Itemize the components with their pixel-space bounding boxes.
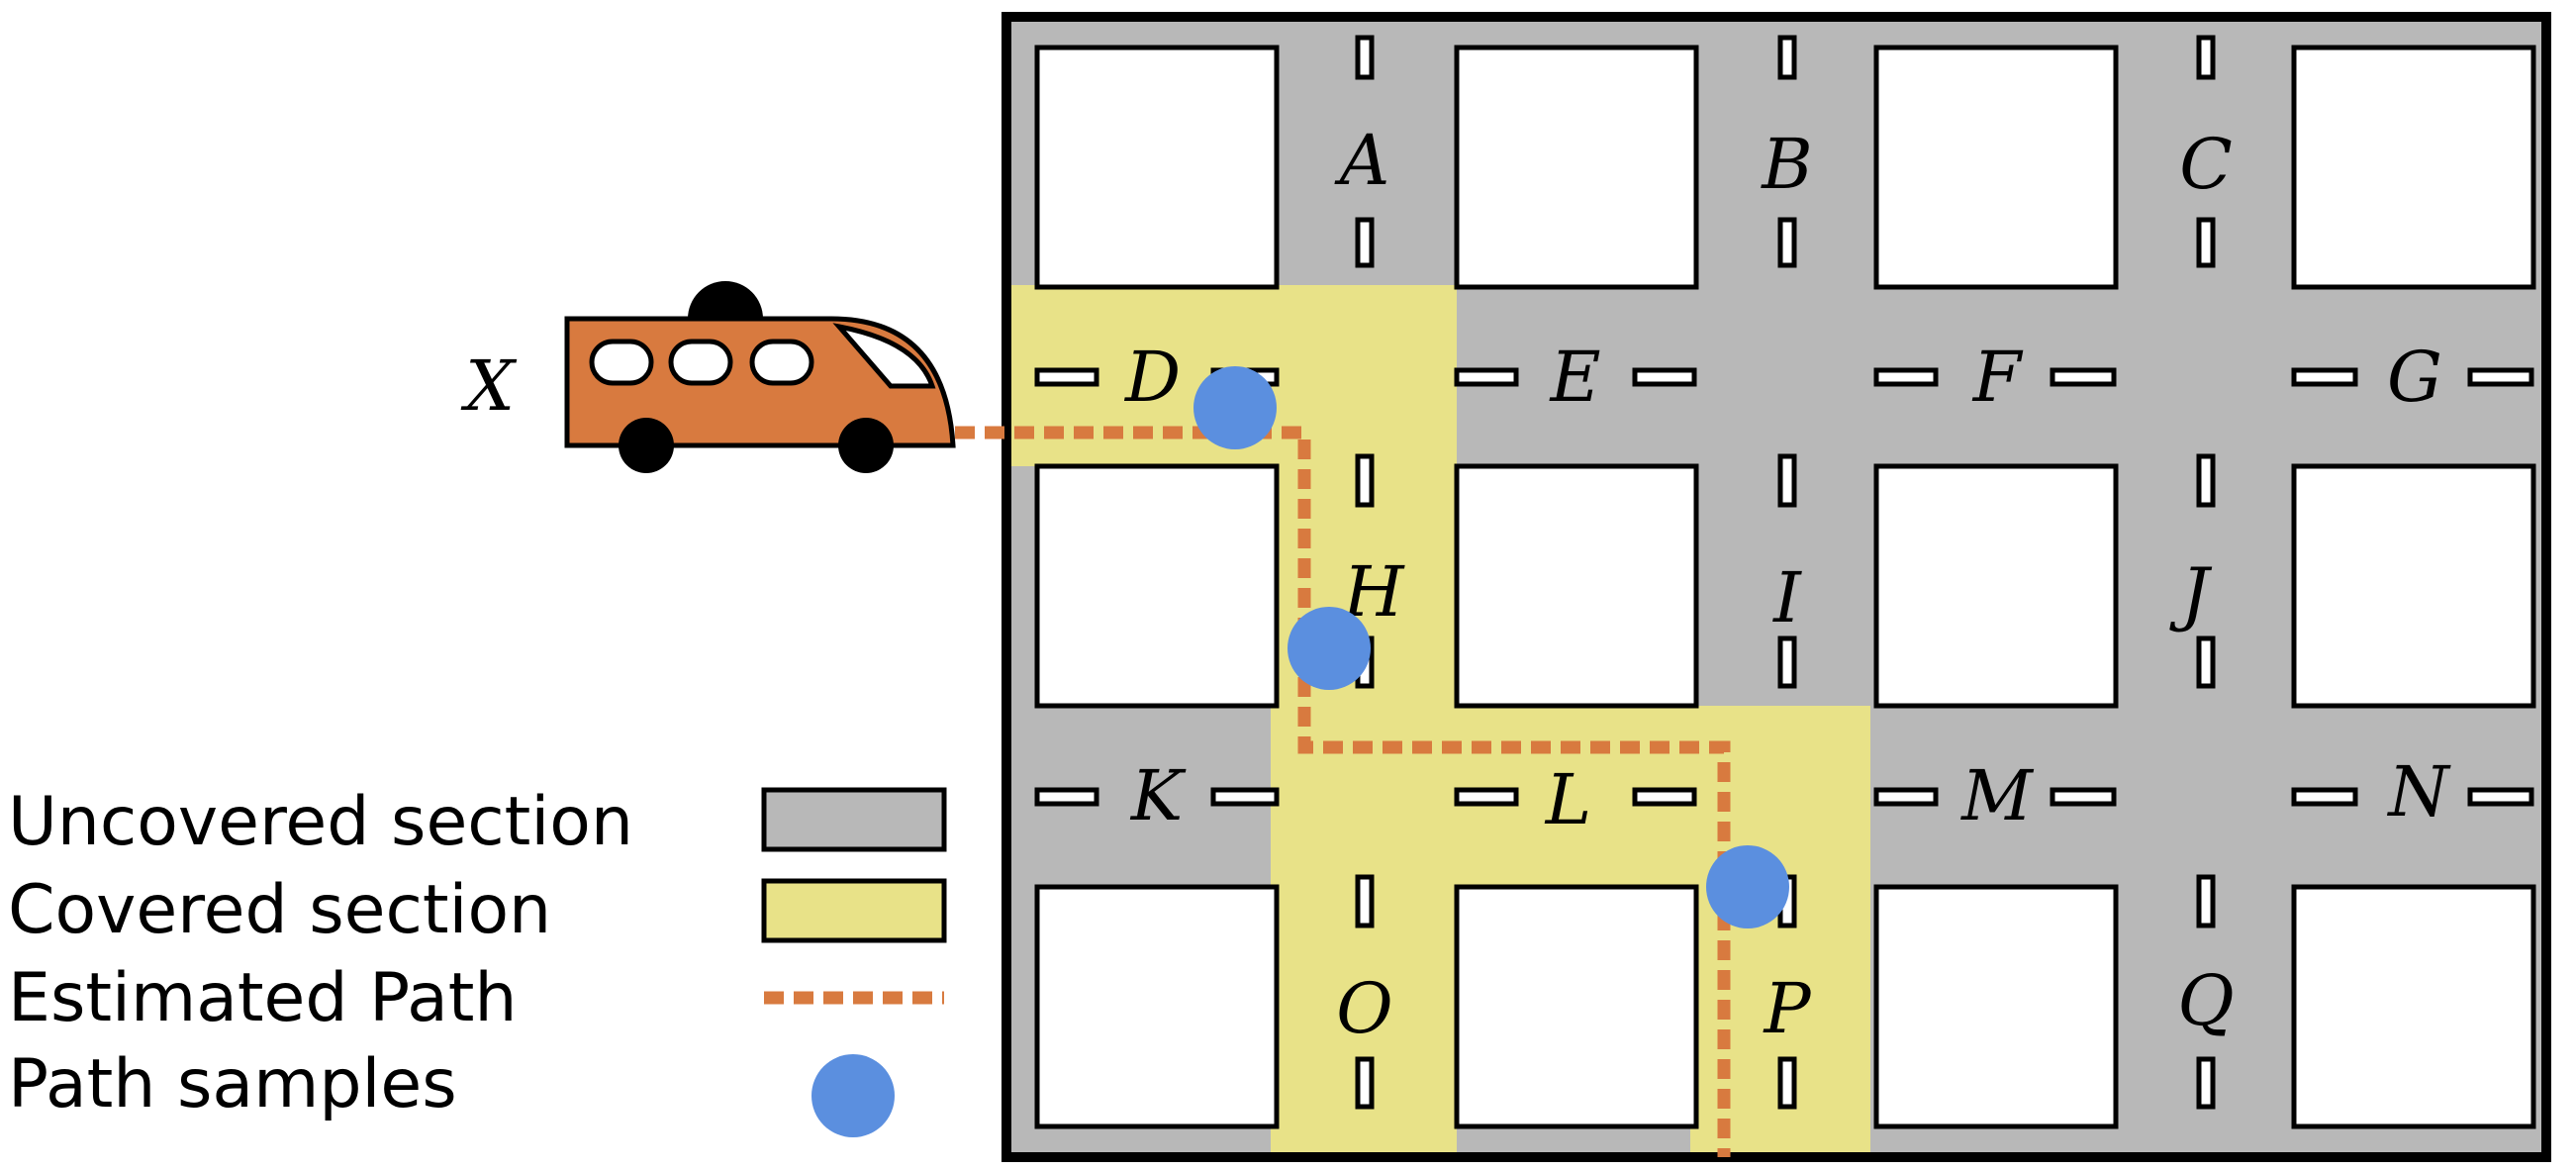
path-sample-point [1193,366,1277,449]
city-block [1454,884,1699,1129]
lane-dash [2050,367,2117,387]
street-label-q: Q [2177,960,2234,1041]
path-sample-point [1706,845,1789,928]
street-label-g: G [2387,337,2442,418]
lane-dash [1034,367,1099,387]
lane-markings [1034,35,2534,1110]
city-block [1873,884,2119,1129]
legend-swatch-covered [761,878,947,943]
city-block [1034,463,1280,709]
wheel-icon [619,418,674,473]
map-border [1002,12,2551,1162]
vehicle-label: X [460,345,518,427]
lane-dash [1777,217,1797,268]
lane-dash [1355,874,1375,928]
window-icon [668,339,733,386]
lane-dash [1777,453,1797,508]
lane-dash [1355,35,1375,80]
lane-dash [1355,453,1375,508]
lane-dash [2196,453,2216,508]
legend-swatch-samples [811,1054,895,1137]
lane-dash [2196,1056,2216,1110]
legend-label-covered: Covered section [8,871,551,949]
vehicle-x: X [460,281,956,473]
city-block [2291,884,2536,1129]
lane-dash [2050,787,2117,807]
lane-dash [1632,367,1697,387]
street-label-n: N [2386,751,2451,832]
wheel-icon [838,418,894,473]
lane-dash [1777,635,1797,689]
lane-dash [2196,635,2216,689]
lane-dash [2291,787,2358,807]
street-label-m: M [1959,755,2035,836]
street-label-o: O [1336,968,1392,1049]
street-label-d: D [1123,337,1181,418]
street-label-p: P [1762,968,1812,1049]
city-blocks [1034,45,2536,1129]
lane-dash [1355,217,1375,268]
street-label-c: C [2179,124,2233,205]
city-block [1034,45,1280,290]
city-block [1454,45,1699,290]
windshield-icon [832,323,936,389]
window-icon [589,339,654,386]
city-block [1034,884,1280,1129]
city-block [1873,45,2119,290]
street-label-k: K [1129,755,1187,836]
city-block [1454,463,1699,709]
street-label-a: A [1334,120,1390,201]
street-label-f: F [1971,337,2024,418]
lane-dash [2196,217,2216,268]
path-samples [1193,366,1789,928]
city-block [2291,45,2536,290]
lane-dash [1873,367,1939,387]
lane-dash [1355,1056,1375,1110]
legend-label-samples: Path samples [8,1045,457,1123]
street-label-b: B [1760,124,1812,205]
lane-dash [1034,787,1099,807]
covered-sections [1006,285,1870,1157]
lane-dash [1454,367,1519,387]
street-label-i: I [1771,557,1802,638]
roof-light-icon [688,281,763,319]
window-icon [749,339,814,386]
lane-dash [2467,787,2534,807]
legend: Uncovered section Covered section Estima… [8,783,947,1137]
path-sample-point [1288,607,1371,690]
legend-swatch-uncovered [761,787,947,852]
lane-dash [1454,787,1519,807]
lane-dash [2196,35,2216,80]
street-label-l: L [1544,759,1591,840]
city-block [1873,463,2119,709]
street-label-e: E [1548,337,1600,418]
lane-dash [1632,787,1697,807]
lane-dash [2291,367,2358,387]
legend-label-path: Estimated Path [8,959,518,1037]
city-block [2291,463,2536,709]
lane-dash [1210,787,1280,807]
lane-dash [1777,35,1797,80]
covered-section-o [1271,887,1457,1157]
lane-dash [1873,787,1939,807]
lane-dash [2467,367,2534,387]
lane-dash [2196,874,2216,928]
lane-dash [1777,1056,1797,1110]
street-labels: A B C D E F G H I J K L M N O P Q [1123,120,2451,1049]
legend-label-uncovered: Uncovered section [8,783,633,861]
